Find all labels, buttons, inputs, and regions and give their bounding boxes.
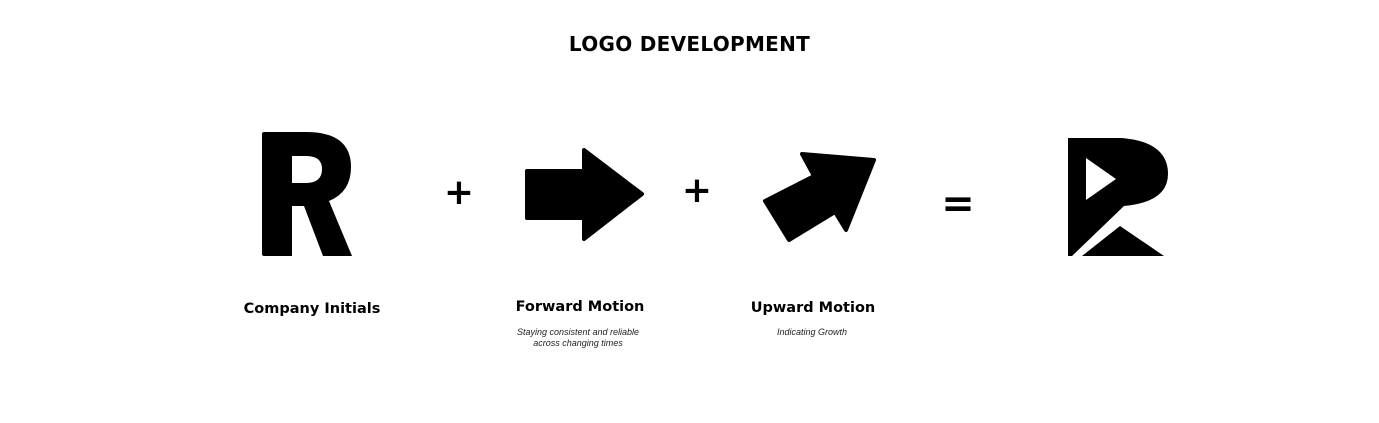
letter-r-icon [262, 132, 352, 256]
component-label: Company Initials [243, 301, 381, 317]
equals-operator: = [941, 181, 975, 227]
component-caption: Indicating Growth [712, 327, 912, 338]
component-label: Forward Motion [515, 299, 645, 315]
caption-line: Staying consistent and reliable [516, 327, 640, 337]
page-title: LOGO DEVELOPMENT [568, 32, 811, 56]
component-label: Upward Motion [750, 300, 876, 316]
caption-line: Indicating Growth [776, 327, 848, 337]
plus-operator: + [681, 170, 713, 211]
arrow-right-icon [525, 148, 644, 241]
plus-operator: + [443, 172, 475, 213]
component-caption: Staying consistent and reliable across c… [478, 327, 678, 349]
arrow-up-right-icon [763, 152, 876, 242]
r-logo-mark-icon [1068, 138, 1168, 256]
caption-line: across changing times [533, 338, 623, 348]
